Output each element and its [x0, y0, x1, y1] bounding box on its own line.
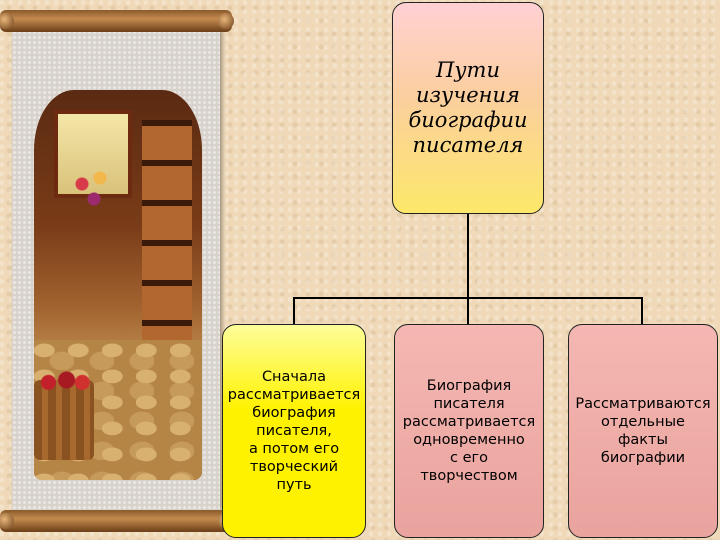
connector-root-down	[467, 214, 469, 298]
rod-knob	[0, 13, 14, 29]
child-node-3: Рассматриваются отдельные факты биографи…	[568, 324, 718, 538]
decorative-scroll-illustration	[0, 0, 234, 540]
connector-child-2	[467, 297, 469, 324]
child-node-2-label: Биография писателя рассматривается однов…	[402, 378, 536, 484]
scroll-canvas	[12, 30, 220, 510]
rod-knob	[218, 13, 234, 29]
apples-illustration	[38, 368, 90, 392]
kitchen-painting	[34, 90, 202, 480]
root-node: Пути изучения биографии писателя	[392, 2, 544, 214]
scroll-rod-bottom	[0, 510, 234, 532]
rod-knob	[0, 513, 14, 529]
connector-child-3	[641, 297, 643, 324]
child-node-2: Биография писателя рассматривается однов…	[394, 324, 544, 538]
child-node-1-label: Сначала рассматривается биография писате…	[227, 369, 361, 493]
connector-child-1	[293, 297, 295, 324]
basket-illustration	[34, 380, 94, 460]
root-node-label: Пути изучения биографии писателя	[408, 58, 528, 157]
flowers-illustration	[64, 160, 124, 220]
child-node-1: Сначала рассматривается биография писате…	[222, 324, 366, 538]
scroll-rod-top	[0, 10, 234, 32]
child-node-3-label: Рассматриваются отдельные факты биографи…	[575, 396, 711, 466]
shelf-illustration	[142, 120, 192, 350]
